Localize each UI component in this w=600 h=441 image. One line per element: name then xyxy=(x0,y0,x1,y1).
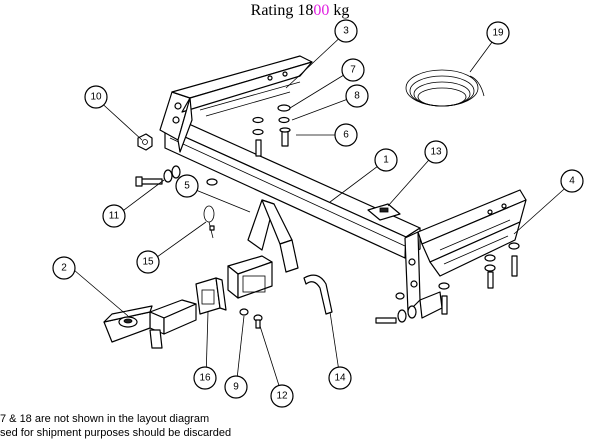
fasteners xyxy=(135,104,520,329)
callout-3: 3 xyxy=(334,19,358,43)
svg-text:7: 7 xyxy=(350,65,356,76)
svg-text:14: 14 xyxy=(334,373,346,384)
svg-text:1: 1 xyxy=(383,155,389,166)
callout-10: 10 xyxy=(84,85,108,109)
svg-text:5: 5 xyxy=(184,181,190,192)
callout-2: 2 xyxy=(52,256,76,280)
rating-prefix: Rating 18 xyxy=(250,2,314,19)
svg-text:10: 10 xyxy=(90,92,102,103)
callout-7: 7 xyxy=(341,58,365,82)
rating-highlight: 00 xyxy=(313,2,330,19)
svg-text:3: 3 xyxy=(343,26,349,37)
square-sleeve xyxy=(195,277,227,315)
callouts: 1 2 3 4 5 6 7 8 9 10 11 12 13 14 15 16 1… xyxy=(52,19,584,408)
svg-text:2: 2 xyxy=(61,263,67,274)
right-side-bracket xyxy=(404,189,527,319)
callout-1: 1 xyxy=(374,148,398,172)
left-side-bracket xyxy=(159,55,313,153)
main-cross-beam xyxy=(164,119,421,259)
svg-text:19: 19 xyxy=(492,28,504,39)
callout-9: 9 xyxy=(224,375,248,399)
callout-11: 11 xyxy=(102,204,126,228)
hitch-pin xyxy=(203,205,215,239)
svg-text:12: 12 xyxy=(276,391,288,402)
rating-title: Rating 1800 kg xyxy=(0,0,600,22)
callout-19: 19 xyxy=(486,21,510,45)
callout-14: 14 xyxy=(328,366,352,390)
spacer-plate xyxy=(367,203,401,221)
svg-text:8: 8 xyxy=(354,91,360,102)
rating-suffix: kg xyxy=(329,2,350,19)
callout-6: 6 xyxy=(334,123,358,147)
callout-15: 15 xyxy=(136,250,160,274)
hitch-receiver xyxy=(227,199,299,299)
callout-5: 5 xyxy=(175,174,199,198)
wiring-coil xyxy=(405,69,485,107)
ball-mount xyxy=(103,299,197,349)
svg-text:16: 16 xyxy=(199,373,211,384)
note-line-1: 7 & 18 are not shown in the layout diagr… xyxy=(0,413,210,425)
svg-text:9: 9 xyxy=(233,382,239,393)
callout-12: 12 xyxy=(270,384,294,408)
callout-16: 16 xyxy=(193,366,217,390)
note-line-2: sed for shipment purposes should be disc… xyxy=(0,427,232,439)
callout-4: 4 xyxy=(560,169,584,193)
svg-text:13: 13 xyxy=(430,147,442,158)
svg-text:15: 15 xyxy=(142,257,154,268)
safety-pin xyxy=(303,274,333,315)
svg-text:6: 6 xyxy=(343,130,349,141)
svg-text:4: 4 xyxy=(569,176,575,187)
callout-8: 8 xyxy=(345,84,369,108)
callout-13: 13 xyxy=(424,140,448,164)
svg-text:11: 11 xyxy=(109,211,120,222)
